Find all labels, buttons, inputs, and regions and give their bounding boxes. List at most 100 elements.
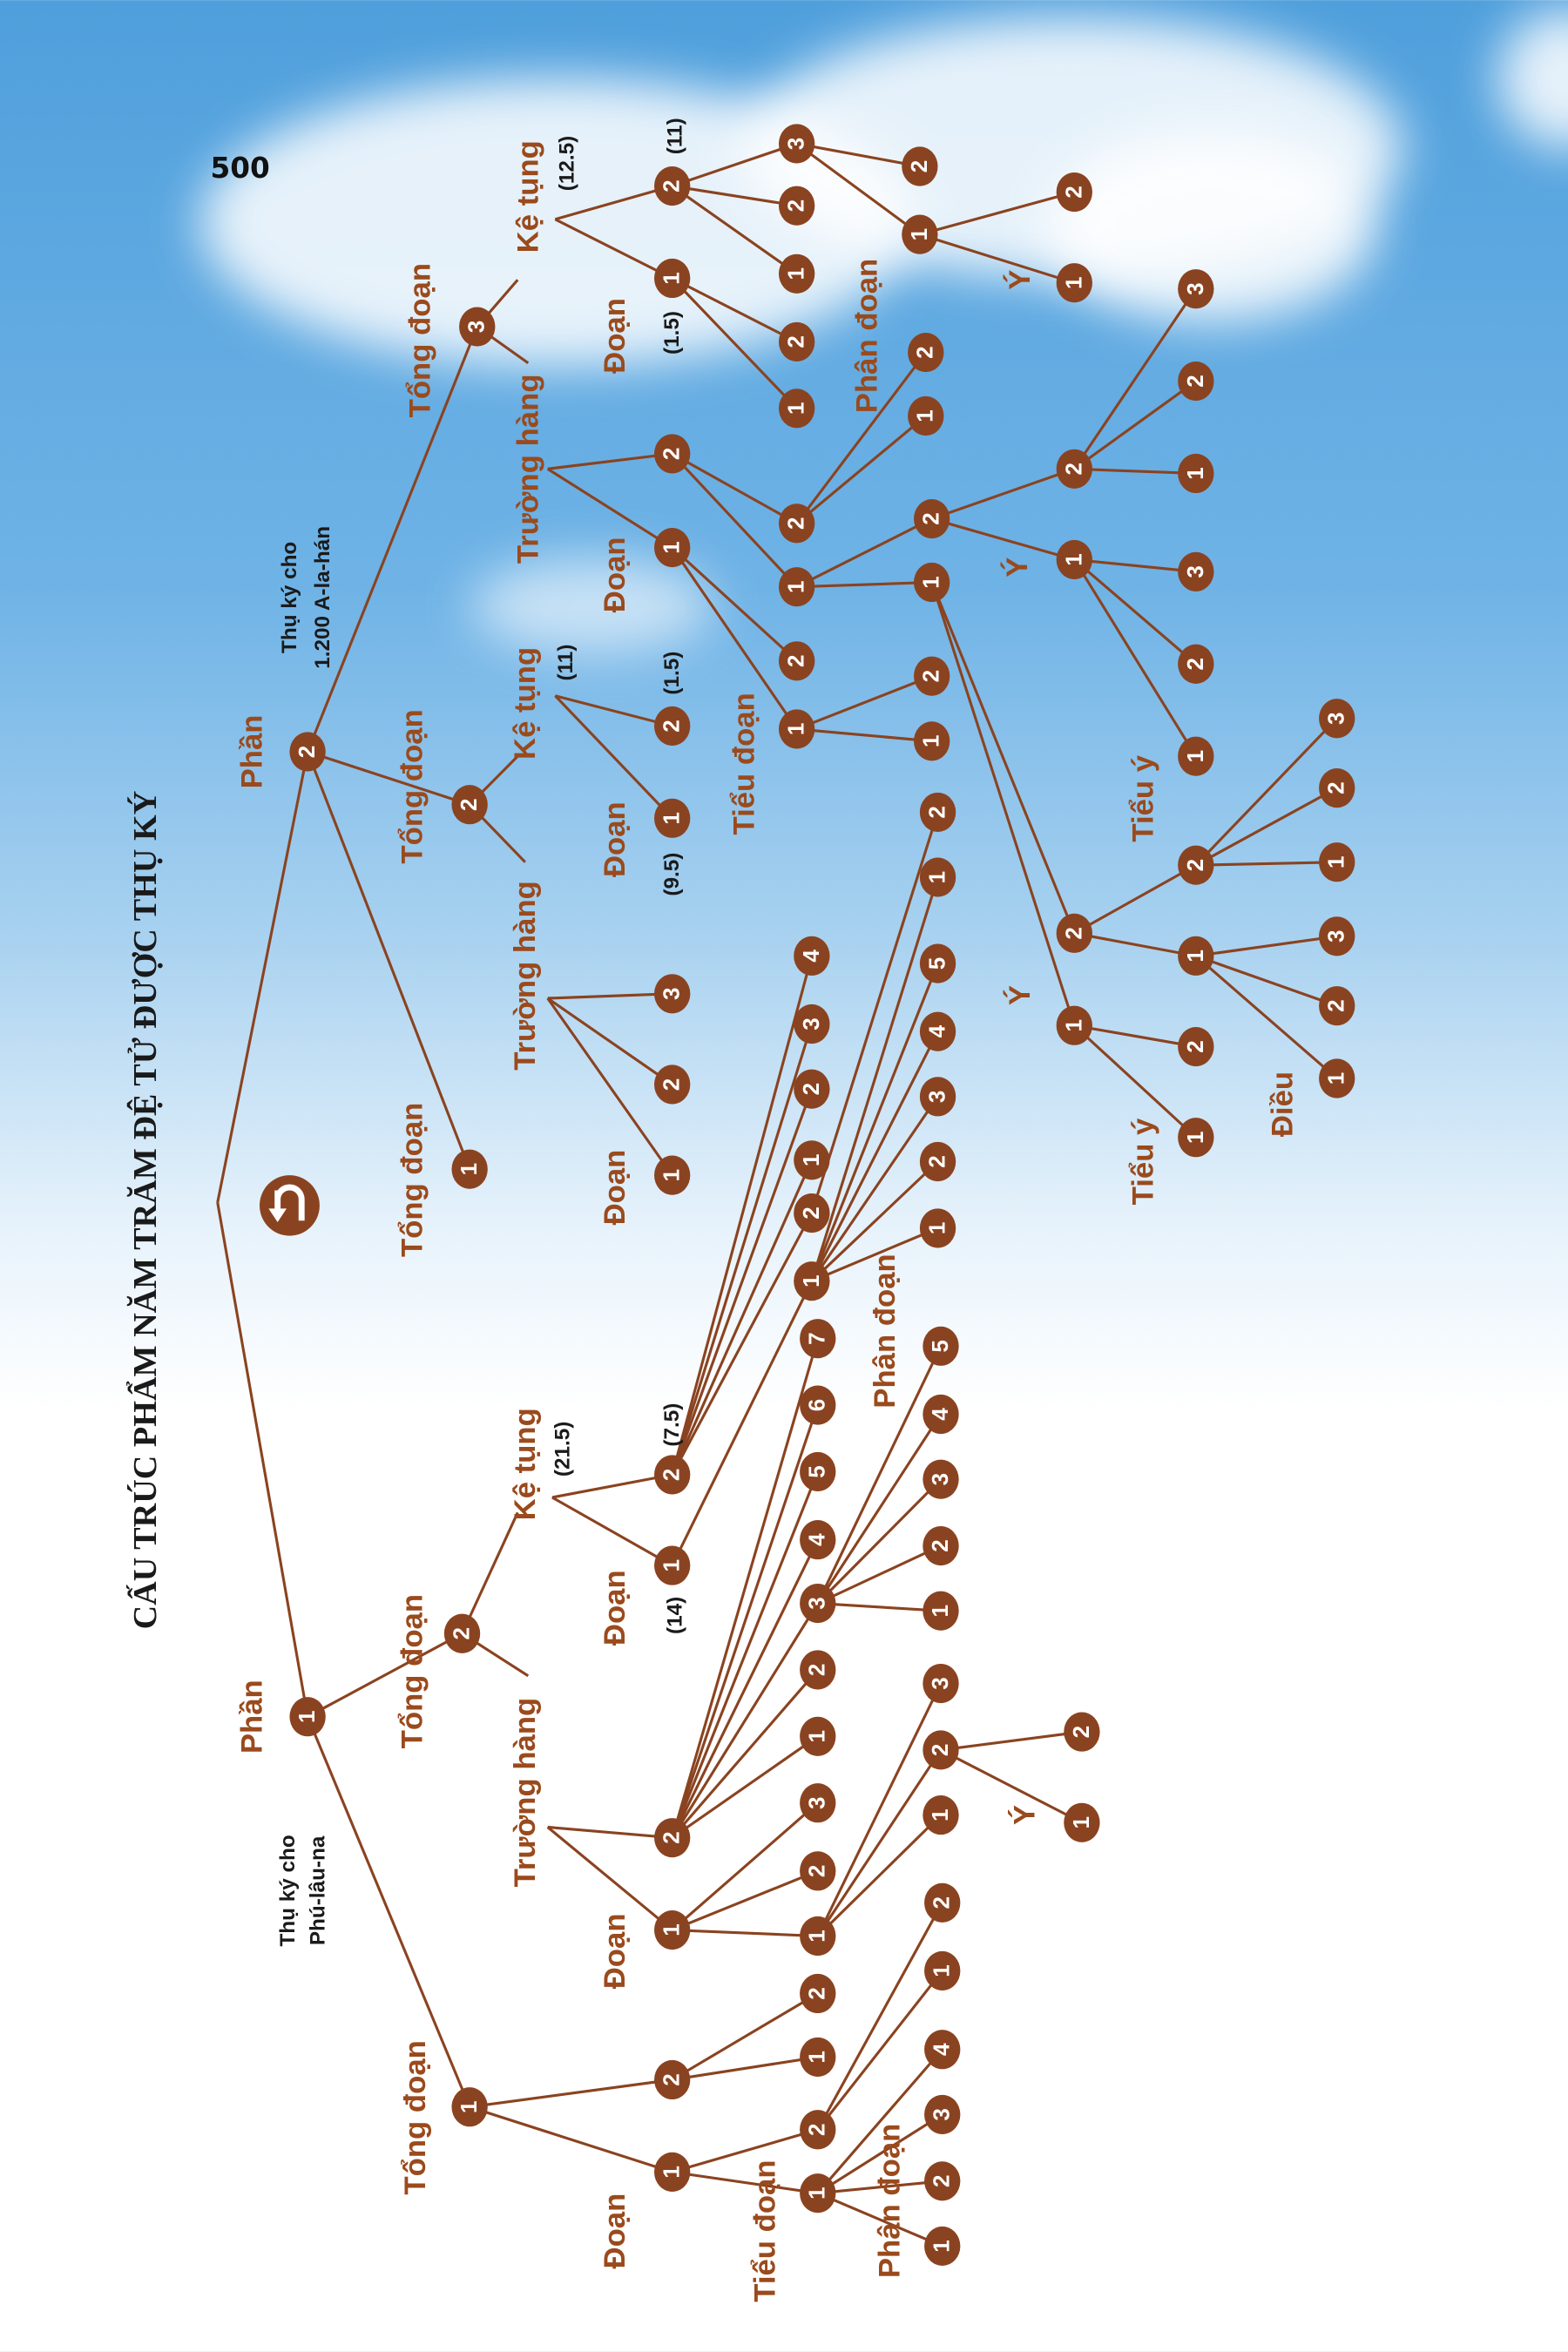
verse-count: (11)	[664, 118, 687, 154]
tree-node: 1	[800, 1716, 836, 1756]
node-circle	[924, 1950, 961, 1991]
tree-node: 1	[1178, 936, 1214, 976]
tree-edge	[919, 233, 1075, 285]
tree-node: 5	[919, 943, 956, 983]
label-phan: Phần	[235, 715, 268, 789]
tree-edge	[810, 963, 939, 1282]
node-circle	[443, 1613, 481, 1653]
node-number: 2	[660, 720, 685, 732]
label-y: Ý	[999, 558, 1034, 578]
label-doan: Đoạn	[598, 1150, 632, 1226]
node-number: 1	[920, 735, 944, 747]
node-circle	[919, 857, 956, 897]
node-circle	[1064, 1712, 1100, 1752]
label-phan-doan: Phân đoạn	[874, 2124, 907, 2278]
verse-count: (9.5)	[660, 853, 684, 896]
verse-count: (7.5)	[660, 1403, 684, 1447]
node-circle	[924, 1882, 961, 1923]
tree-edge	[1074, 467, 1196, 476]
node-circle	[800, 1385, 836, 1425]
tree-node: 1	[1178, 453, 1214, 494]
tree-node: 2	[1056, 913, 1092, 953]
tree-node: 1	[778, 389, 815, 429]
tree-node: 2	[451, 785, 488, 825]
tree-node: 2	[654, 166, 691, 206]
node-number: 6	[806, 1399, 830, 1411]
node-number: 1	[1184, 1131, 1208, 1143]
node-circle	[1319, 916, 1355, 956]
tree-node: 3	[1319, 699, 1355, 739]
tree-edge	[810, 876, 940, 1282]
tree-node: 1	[919, 1208, 956, 1248]
node-number: 2	[1062, 463, 1086, 475]
node-number: 2	[929, 1744, 953, 1756]
verse-count: (21.5)	[551, 1422, 574, 1477]
tree-edge	[1072, 558, 1198, 757]
node-number: 4	[800, 950, 824, 963]
recipient-label: Phú-lâu-na	[307, 1835, 330, 1945]
node-circle	[800, 2037, 836, 2077]
tree-edge	[671, 1338, 820, 1839]
node-circle	[923, 1591, 959, 1631]
tree-node: 1	[902, 214, 938, 254]
tree-node: 2	[902, 146, 938, 186]
label-tieu-doan: Tiểu đoạn	[749, 2159, 782, 2301]
tree-edge	[216, 751, 309, 1203]
node-circle	[654, 1064, 691, 1105]
node-number: 3	[929, 1677, 953, 1689]
tree-node: 4	[800, 1520, 836, 1560]
tree-edge	[671, 277, 798, 409]
tree-edge	[554, 694, 673, 727]
tree-edge	[546, 1826, 673, 1931]
tree-edge	[1195, 787, 1338, 867]
node-circle	[1319, 699, 1355, 739]
tree-edge	[1073, 287, 1198, 470]
tree-node: 2	[654, 706, 691, 747]
tree-node: 2	[1056, 449, 1092, 489]
node-number: 2	[1184, 859, 1208, 871]
node-number: 3	[1184, 282, 1208, 294]
node-circle	[1064, 1802, 1100, 1842]
node-number: 2	[1070, 1726, 1094, 1738]
tree-node: 1	[1056, 1005, 1092, 1045]
tree-edge	[1194, 717, 1338, 867]
tree-node: 3	[800, 1583, 836, 1624]
node-circle	[923, 1663, 959, 1704]
node-circle	[1178, 551, 1214, 591]
node-number: 1	[930, 2240, 955, 2252]
node-number: 2	[926, 1155, 950, 1167]
node-number: 4	[926, 1024, 950, 1037]
tree-edge	[919, 191, 1075, 236]
node-circle	[778, 389, 815, 429]
tree-edge	[930, 581, 1076, 934]
node-number: 2	[785, 655, 809, 667]
tree-edge	[816, 1682, 943, 1937]
node-number: 1	[926, 1222, 950, 1234]
node-number: 2	[800, 1083, 824, 1095]
node-circle	[923, 1730, 959, 1770]
tree-edge	[816, 1345, 943, 1605]
node-number: 3	[930, 2108, 955, 2120]
node-circle	[778, 504, 815, 544]
node-circle	[778, 186, 815, 226]
tree-node: 1	[919, 857, 956, 897]
tree-node: 1	[1178, 1118, 1214, 1158]
node-number: 1	[660, 812, 685, 824]
tree-node: 1	[778, 709, 815, 749]
node-number: 1	[806, 1930, 830, 1942]
node-circle	[800, 1973, 836, 2014]
tree-node: 1	[923, 1795, 959, 1835]
node-circle	[800, 2110, 836, 2150]
node-circle	[654, 1455, 691, 1495]
node-number: 5	[806, 1465, 830, 1477]
tree-node: 2	[923, 1730, 959, 1770]
tree-node: 1	[800, 1916, 836, 1957]
node-number: 2	[1184, 1040, 1208, 1052]
u-turn-arrow-icon	[259, 1175, 320, 1236]
node-number: 2	[785, 199, 809, 212]
tree-edge	[671, 1602, 820, 1839]
tree-edge	[796, 674, 933, 731]
tree-edge	[1074, 931, 1197, 957]
tree-node: 1	[654, 1909, 691, 1950]
node-circle	[1178, 936, 1214, 976]
